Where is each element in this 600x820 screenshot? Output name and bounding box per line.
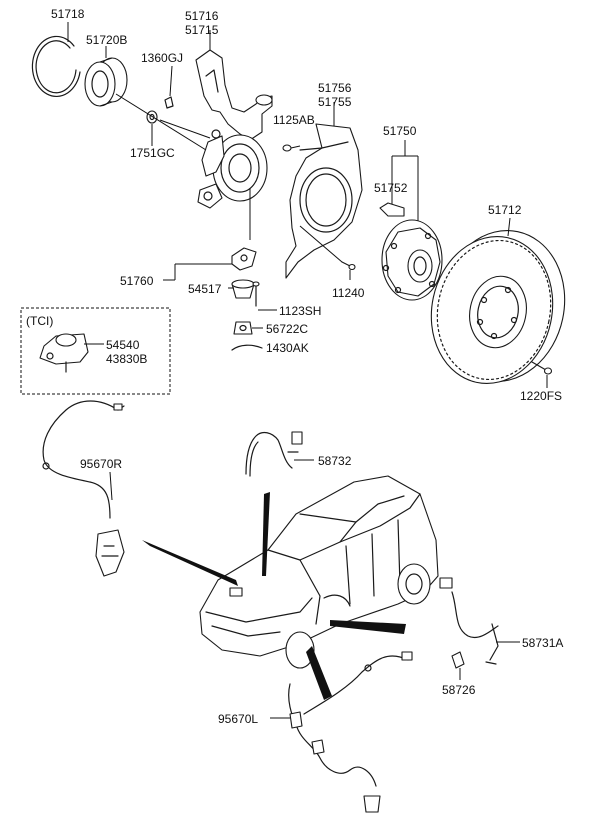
label-54517: 54517	[188, 282, 222, 296]
label-1123SH: 1123SH	[279, 304, 321, 318]
label-51720B: 51720B	[86, 33, 127, 47]
brake-disc-51712	[430, 217, 566, 385]
pointer-front-right-sensor	[142, 540, 238, 586]
screw-1220FS	[531, 361, 553, 388]
label-58732: 58732	[318, 454, 352, 468]
ball-joint-54517	[231, 188, 257, 299]
pointer-rear-hose	[330, 620, 406, 634]
label-51760: 51760	[120, 274, 154, 288]
dust-cover-51756-51755	[285, 102, 363, 279]
steering-knuckle-51716-51715	[195, 30, 273, 209]
pointer-left-sensor	[306, 646, 332, 700]
bolt-11240	[341, 261, 356, 280]
label-95670R: 95670R	[80, 457, 122, 471]
tci-variant-box	[20, 307, 171, 395]
label-11240: 11240	[332, 286, 365, 300]
label-1360GJ: 1360GJ	[141, 51, 183, 65]
label-51715: 51715	[185, 23, 219, 37]
label-95670L: 95670L	[218, 712, 258, 726]
label-54540: 54540	[106, 338, 140, 352]
label-58731A: 58731A	[522, 636, 563, 650]
label-51750: 51750	[383, 124, 417, 138]
bolt-1125AB	[282, 144, 301, 152]
label-1220FS: 1220FS	[520, 389, 562, 403]
label-43830B: 43830B	[106, 352, 147, 366]
label-1751GC: 1751GC	[130, 146, 175, 160]
label-51716: 51716	[185, 9, 219, 23]
nut-56722C	[233, 321, 263, 335]
brake-hose-58732	[245, 431, 314, 477]
stud-1360GJ	[164, 65, 174, 109]
label-51718: 51718	[51, 7, 85, 21]
label-51756: 51756	[318, 81, 352, 95]
wheel-speed-sensor-95670L	[270, 651, 413, 813]
wheel-hub-51750	[379, 140, 443, 301]
brake-hose-58731A	[439, 577, 520, 665]
nut-1751GC	[146, 110, 158, 146]
wheel-speed-sensor-95670R	[42, 400, 125, 577]
wheel-bearing-51720B	[84, 46, 128, 107]
cotter-pin-1430AK	[231, 344, 263, 351]
label-1430AK: 1430AK	[266, 341, 309, 355]
suv-vehicle	[199, 475, 439, 669]
label-51755: 51755	[318, 95, 352, 109]
bracket-58726	[451, 651, 465, 680]
pointer-brake-hose-front	[262, 492, 270, 576]
snap-ring-51718	[31, 22, 81, 97]
label-56722C: 56722C	[266, 322, 308, 336]
bolt-1123SH	[252, 281, 277, 311]
label-tci: (TCI)	[26, 314, 53, 328]
label-51712: 51712	[488, 203, 522, 217]
label-1125AB: 1125AB	[273, 113, 315, 127]
label-51752: 51752	[374, 181, 408, 195]
label-58726: 58726	[442, 683, 476, 697]
ball-joint-tci-54540	[39, 333, 89, 373]
